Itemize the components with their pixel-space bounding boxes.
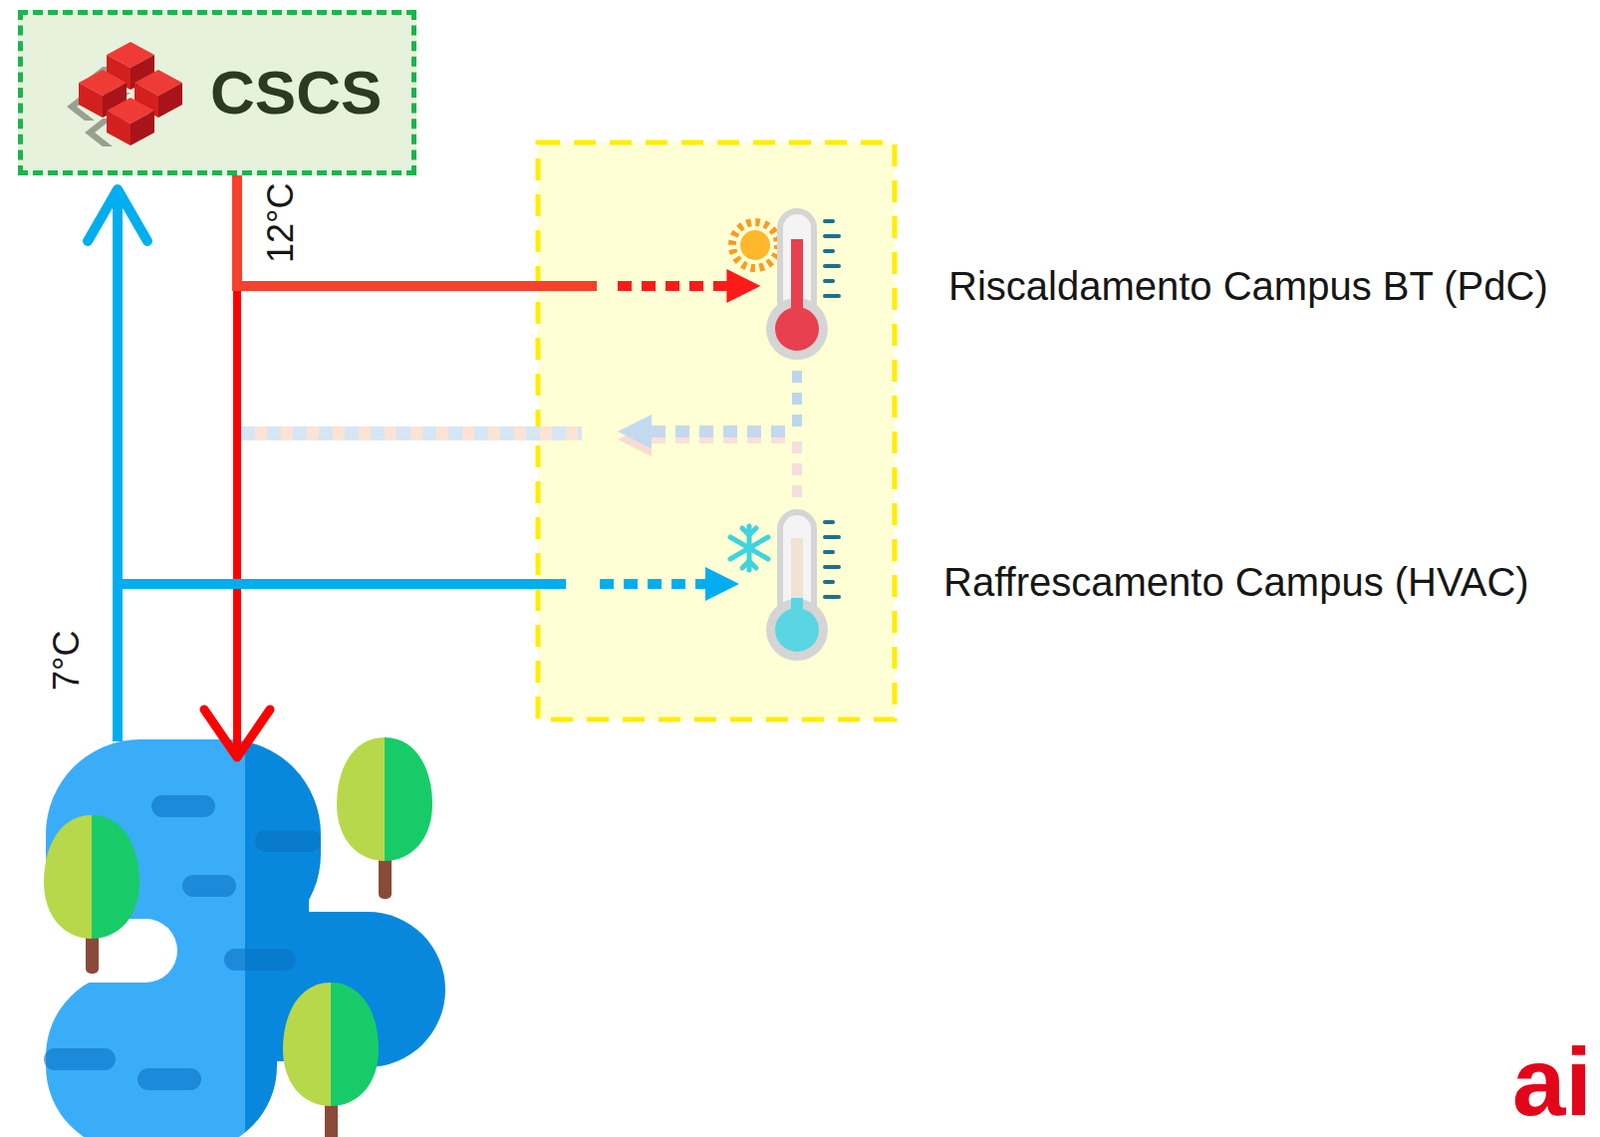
- heating-node: Riscaldamento Campus BT (PdC): [759, 199, 1569, 373]
- temperature-label: 7°C: [46, 630, 87, 691]
- lake-ripples: [43, 795, 321, 1090]
- label-text: 7°C: [45, 630, 87, 691]
- organization-box: CSCS: [17, 9, 417, 176]
- cooling-branch: [117, 566, 740, 601]
- tree: [336, 737, 433, 899]
- cold-supply-pipe: [112, 191, 123, 742]
- logo-fragment: ai: [1512, 1029, 1593, 1135]
- cooling-node: Raffrescamento Campus (HVAC): [759, 498, 1550, 666]
- tree: [43, 814, 140, 974]
- faded-return: [241, 370, 798, 507]
- arrowhead: [204, 709, 270, 758]
- node-text: Raffrescamento Campus (HVAC): [943, 559, 1530, 604]
- tree: [282, 982, 379, 1137]
- cooling-thermometer: [730, 512, 839, 661]
- label-text: ai: [1512, 1028, 1593, 1135]
- logo-cubes: [22, 14, 213, 171]
- trees: [43, 737, 433, 1137]
- campus-area: [537, 142, 895, 720]
- connector-dotted: [617, 280, 758, 291]
- arrowhead: [87, 189, 148, 242]
- node-text: Riscaldamento Campus BT (PdC): [948, 264, 1549, 308]
- label-text: 12°C: [260, 183, 301, 264]
- connector-line: [237, 175, 597, 286]
- flow-connector: [237, 175, 758, 286]
- logo-cube: [106, 97, 155, 146]
- temperature-label: 12°C: [261, 183, 301, 264]
- node-text: CSCS: [210, 58, 382, 127]
